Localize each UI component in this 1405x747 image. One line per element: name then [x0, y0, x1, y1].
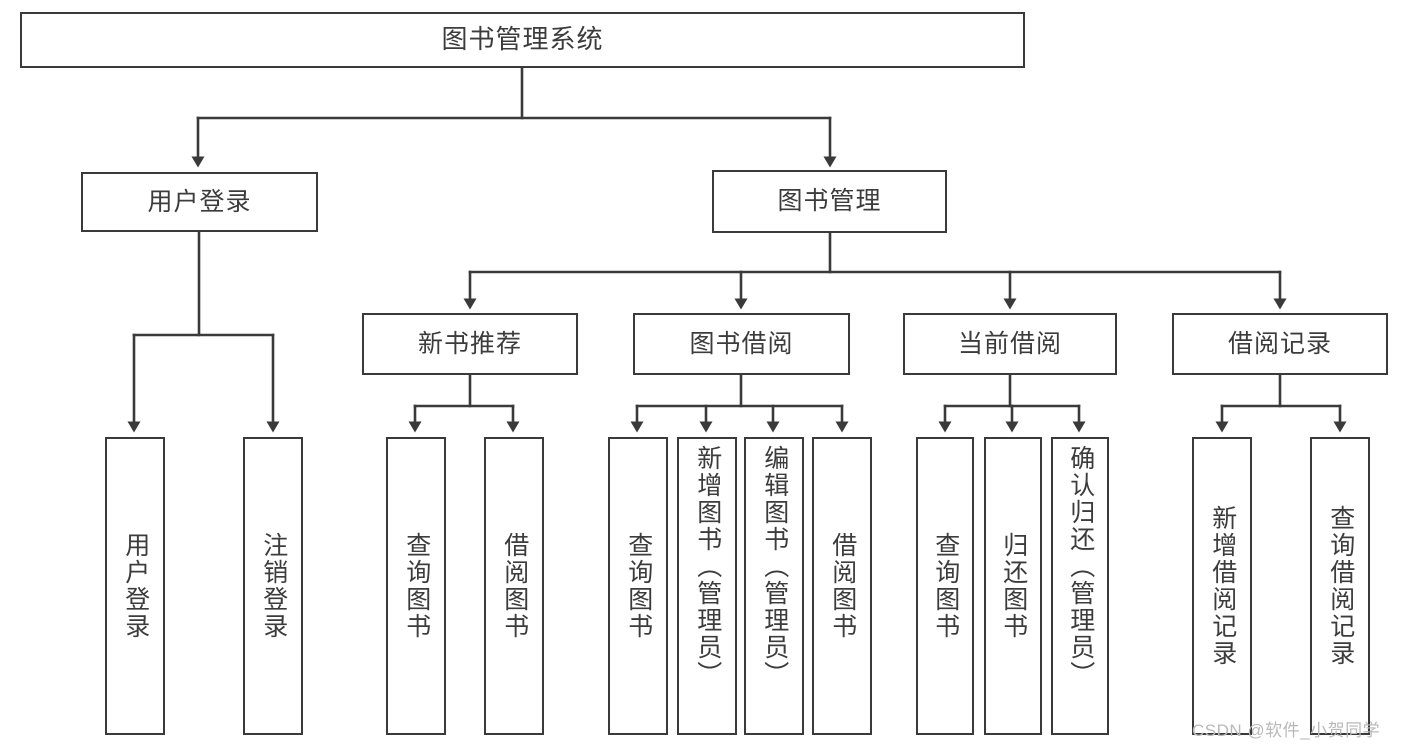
leaf-return-book[interactable]: 归还图书 [984, 437, 1042, 735]
leaf-edit-book-admin[interactable]: 编辑图书（管理员） [744, 437, 804, 735]
leaf-borrow-book-recommend[interactable]: 借阅图书 [484, 437, 544, 735]
node-user-login[interactable]: 用户登录 [81, 172, 318, 232]
leaf-confirm-return-admin[interactable]: 确认归还（管理员） [1051, 437, 1109, 735]
node-book-borrow[interactable]: 图书借阅 [633, 313, 850, 375]
node-borrow-record[interactable]: 借阅记录 [1172, 313, 1388, 375]
node-book-management[interactable]: 图书管理 [712, 170, 947, 233]
leaf-user-logout[interactable]: 注销登录 [243, 437, 303, 735]
leaf-query-book-recommend[interactable]: 查询图书 [386, 437, 446, 735]
leaf-user-login[interactable]: 用户登录 [105, 437, 165, 735]
leaf-query-book-current[interactable]: 查询图书 [916, 437, 974, 735]
leaf-borrow-book-borrow[interactable]: 借阅图书 [812, 437, 872, 735]
node-new-book-recommend[interactable]: 新书推荐 [362, 313, 578, 375]
leaf-query-borrow-record[interactable]: 查询借阅记录 [1310, 437, 1370, 735]
leaf-query-book-borrow[interactable]: 查询图书 [608, 437, 668, 735]
node-current-borrow[interactable]: 当前借阅 [903, 313, 1117, 375]
leaf-add-book-admin[interactable]: 新增图书（管理员） [677, 437, 737, 735]
node-root-system[interactable]: 图书管理系统 [20, 12, 1025, 68]
leaf-add-borrow-record[interactable]: 新增借阅记录 [1192, 437, 1252, 735]
csdn-watermark: CSDN @软件_小贺同学 [1192, 721, 1381, 740]
